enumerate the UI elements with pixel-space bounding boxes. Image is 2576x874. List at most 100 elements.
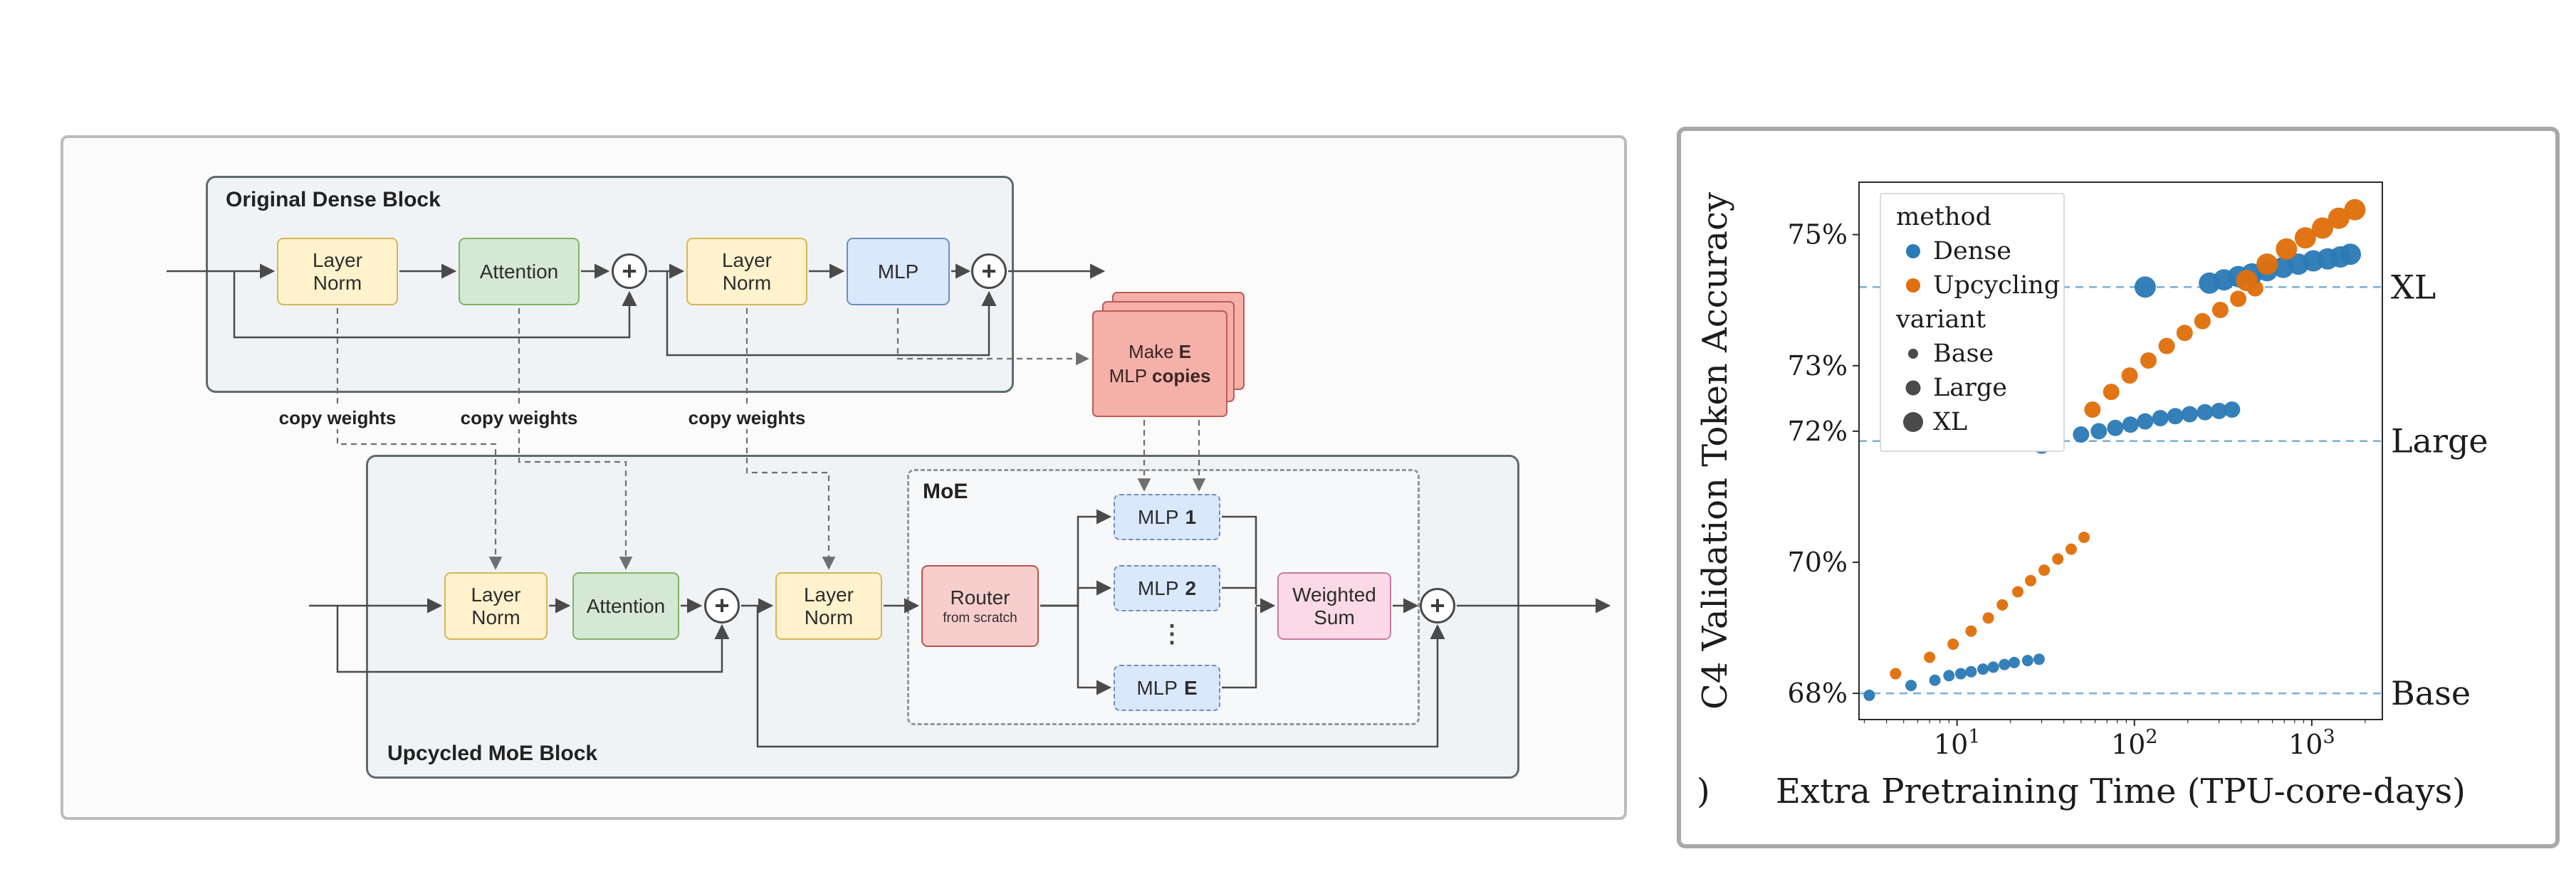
legend-swatch-xl [1903,412,1923,432]
moe-attention: Attention [572,572,679,640]
dense-block-title: Original Dense Block [226,188,441,211]
point-dense-large [2197,404,2214,421]
point-upcycling-xl [2344,199,2366,221]
x-axis-label-prefix: ) [1697,772,1710,811]
mlp-expert-index: 1 [1185,505,1197,528]
point-dense-base [1954,668,1967,680]
copy-weights-label-1: copy weights [273,407,402,429]
dense-mlp: MLP [847,238,950,305]
legend-swatch-base [1908,349,1918,359]
legend-item-dense: Dense [1933,237,2011,265]
legend-box [1880,193,2065,452]
y-axis-label: C4 Validation Token Accuracy [1695,192,1735,710]
point-dense-large [2152,409,2169,426]
moe-layer-norm-2: Layer Norm [775,572,882,640]
point-dense-large [2181,406,2198,423]
point-dense-base [1965,665,1977,678]
router-label: Router [950,586,1010,609]
dense-attention: Attention [459,238,580,305]
point-dense-base [1987,661,1999,673]
point-dense-base [1863,689,1875,701]
upcycling-diagram-panel: Original Dense Block Upcycled MoE Block … [61,135,1627,820]
moe-router: Router from scratch [921,565,1039,647]
point-upcycling-large [2121,367,2138,384]
y-tick-label: 72% [1788,416,1848,447]
legend-swatch-upcycling [1906,278,1920,293]
note-word-e: E [1178,340,1191,362]
mlp-expert-index: 2 [1185,576,1197,599]
point-upcycling-xl [2294,227,2316,249]
plot-border [1858,181,2383,720]
mlp-expert-label: MLP [1137,505,1179,528]
point-upcycling-large [2194,312,2211,330]
reference-label-large: Large [2391,422,2488,460]
moe-mlp-expert-1: MLP 1 [1114,494,1220,540]
reference-label-xl: XL [2391,268,2436,306]
moe-residual-add-2: + [1420,588,1455,623]
x-axis-label: Extra Pretraining Time (TPU-core-days) [1776,772,2466,811]
point-dense-base [1929,674,1941,686]
x-tick-label: 102 [2111,726,2158,760]
mlp-expert-label: MLP [1137,576,1179,599]
point-dense-base [1905,680,1917,692]
legend-method-title: method [1896,203,1991,231]
point-dense-xl [2134,276,2156,298]
point-upcycling-large [2158,337,2175,354]
point-dense-large [2211,402,2228,419]
dense-layer-norm-1: Layer Norm [277,238,398,305]
point-upcycling-base [1982,612,1994,624]
moe-mlp-expert-e: MLP E [1114,665,1220,711]
point-upcycling-base [2038,564,2051,576]
legend-item-upcycling: Upcycling [1933,271,2060,300]
x-tick-label: 101 [1934,726,1981,760]
moe-layer-norm-1: Layer Norm [444,572,548,640]
legend-variant-title: variant [1895,305,1986,334]
point-dense-base [2008,656,2020,668]
legend-item-xl: XL [1933,408,1967,436]
note-line-2: MLP copies [1109,365,1211,387]
point-upcycling-base [2078,532,2090,544]
point-upcycling-base [2011,586,2023,598]
point-upcycling-large [2176,325,2193,342]
point-dense-base [1999,658,2011,670]
point-dense-large [2122,416,2139,433]
legend-item-base: Base [1933,339,1994,368]
point-upcycling-xl [2256,253,2278,275]
point-upcycling-base [1890,668,1902,680]
note-word-copies: copies [1152,364,1211,386]
point-upcycling-base [2052,553,2064,565]
point-dense-large [2224,401,2241,418]
copy-weights-label-3: copy weights [682,407,812,429]
note-word-make: Make [1129,340,1174,362]
point-upcycling-base [2025,574,2037,586]
note-line-1: Make E [1129,341,1191,363]
point-upcycling-base [1965,625,1977,637]
y-tick-label: 75% [1788,219,1848,251]
point-dense-xl [2340,243,2362,265]
legend-swatch-large [1905,380,1921,396]
mlp-expert-index: E [1183,676,1198,699]
experts-ellipsis: ⋮ [1160,621,1184,648]
x-tick-label: 103 [2288,726,2335,760]
point-dense-large [2137,413,2154,430]
point-dense-base [2021,655,2033,667]
point-dense-large [2090,423,2108,440]
point-upcycling-base [1947,638,1959,651]
y-tick-label: 73% [1788,350,1848,381]
legend-swatch-dense [1906,244,1920,258]
point-upcycling-base [1924,651,1936,663]
moe-region-label: MoE [923,480,968,503]
note-word-mlp: MLP [1109,364,1148,386]
reference-label-base: Base [2391,674,2471,712]
moe-block-title: Upcycled MoE Block [387,742,598,765]
point-upcycling-large [2230,290,2247,307]
note-page-front: Make E MLP copies [1092,310,1227,417]
router-sublabel: from scratch [943,610,1017,626]
dense-layer-norm-2: Layer Norm [686,238,807,305]
note-text: Make E MLP copies [1094,312,1226,416]
dense-residual-add-1: + [612,253,647,289]
point-upcycling-large [2084,401,2101,418]
